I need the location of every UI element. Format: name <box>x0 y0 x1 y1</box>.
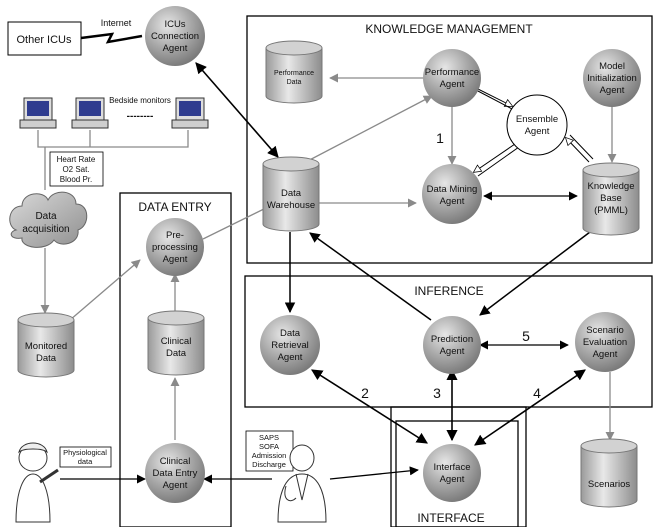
vitals-note: Heart Rate O2 Sat. Blood Pr. <box>49 151 104 187</box>
scenario-evaluation-agent: Scenario Evaluation Agent <box>575 312 635 372</box>
knowledge-base-store: Knowledge Base (PMML) <box>582 162 640 236</box>
svg-text:Performance: Performance <box>274 70 314 77</box>
svg-text:Base: Base <box>600 193 622 204</box>
monitors-ellipsis: -------- <box>127 111 154 122</box>
svg-text:Agent: Agent <box>163 480 188 491</box>
svg-text:SOFA: SOFA <box>259 442 279 451</box>
svg-text:Data: Data <box>281 188 302 199</box>
doctor-icon <box>277 444 327 523</box>
svg-text:Agent: Agent <box>440 196 465 207</box>
icus-connection-agent: ICUs Connection Agent <box>145 6 205 66</box>
data-acquisition-label-2: acquisition <box>22 224 69 235</box>
section-frames <box>119 15 653 527</box>
svg-text:Connection: Connection <box>151 31 199 42</box>
svg-text:Retrieval: Retrieval <box>271 340 309 351</box>
svg-text:Agent: Agent <box>163 43 188 54</box>
monitor-bus <box>37 130 189 190</box>
data-acquisition-label-1: Data <box>35 211 57 222</box>
svg-text:Data: Data <box>166 348 187 359</box>
monitor-icon <box>19 97 57 129</box>
clinical-data-entry-agent: Clinical Data Entry Agent <box>145 443 205 503</box>
svg-text:Agent: Agent <box>600 85 625 96</box>
interface-title: INTERFACE <box>417 511 484 525</box>
physiological-note: Physiological data <box>59 446 112 468</box>
monitored-data-store: Monitored Data <box>17 312 75 378</box>
preprocessing-agent: Pre- processing Agent <box>146 218 204 276</box>
svg-text:processing: processing <box>152 242 198 253</box>
svg-text:Data Mining: Data Mining <box>427 184 478 195</box>
svg-text:Data: Data <box>287 79 302 86</box>
performance-agent: Performance Agent <box>423 49 481 107</box>
connections <box>40 62 617 484</box>
data-entry-frame <box>119 192 232 527</box>
monitor-icon <box>171 97 209 129</box>
performance-data-store: Performance Data <box>265 40 323 104</box>
svg-text:Agent: Agent <box>525 126 550 137</box>
svg-text:ICUs: ICUs <box>164 19 185 30</box>
monitor-icon <box>71 97 109 129</box>
internet-label: Internet <box>101 18 132 28</box>
svg-text:Physiological: Physiological <box>63 448 107 457</box>
prediction-agent: Prediction Agent <box>423 316 481 374</box>
svg-text:Interface: Interface <box>434 462 471 473</box>
svg-text:Model: Model <box>599 61 625 72</box>
svg-text:Scenarios: Scenarios <box>588 479 630 490</box>
svg-text:O2 Sat.: O2 Sat. <box>62 165 89 174</box>
step-number-4: 4 <box>533 385 541 401</box>
svg-text:data: data <box>78 457 93 466</box>
svg-text:Clinical: Clinical <box>161 336 192 347</box>
svg-text:Data Entry: Data Entry <box>153 468 198 479</box>
svg-text:Blood Pr.: Blood Pr. <box>60 175 92 184</box>
ensemble-agent: Ensemble Agent <box>506 94 568 156</box>
step-number-5: 5 <box>522 328 530 344</box>
svg-text:Heart Rate: Heart Rate <box>57 155 96 164</box>
data-entry-title: DATA ENTRY <box>138 200 211 214</box>
step-number-2: 2 <box>361 385 369 401</box>
interface-frame-outer <box>390 406 527 527</box>
internet-lightning-icon <box>80 32 143 44</box>
svg-text:Admission: Admission <box>252 451 287 460</box>
svg-text:Clinical: Clinical <box>160 456 191 467</box>
scenarios-store: Scenarios <box>580 438 638 508</box>
model-initialization-agent: Model Initialization Agent <box>583 49 641 107</box>
other-icus-label: Other ICUs <box>16 34 72 46</box>
step-number-1: 1 <box>436 130 444 146</box>
step-number-3: 3 <box>433 385 441 401</box>
svg-text:Evaluation: Evaluation <box>583 337 627 348</box>
svg-text:Agent: Agent <box>278 352 303 363</box>
svg-text:SAPS: SAPS <box>259 433 279 442</box>
svg-text:Agent: Agent <box>440 79 465 90</box>
nurse-icon <box>15 442 59 523</box>
interface-agent: Interface Agent <box>423 444 481 502</box>
svg-text:Pre-: Pre- <box>166 230 184 241</box>
data-mining-agent: Data Mining Agent <box>422 164 482 224</box>
svg-text:Initialization: Initialization <box>587 73 637 84</box>
data-retrieval-agent: Data Retrieval Agent <box>260 315 320 375</box>
other-icus-box <box>7 21 82 56</box>
data-acquisition-cloud <box>9 191 88 248</box>
svg-text:Monitored: Monitored <box>25 341 67 352</box>
svg-text:Agent: Agent <box>163 254 188 265</box>
svg-text:Warehouse: Warehouse <box>267 200 315 211</box>
bedside-monitors <box>19 97 209 129</box>
svg-text:Scenario: Scenario <box>586 325 624 336</box>
svg-text:(PMML): (PMML) <box>594 205 628 216</box>
svg-text:Agent: Agent <box>593 349 618 360</box>
svg-text:Data: Data <box>280 328 301 339</box>
svg-text:Performance: Performance <box>425 67 479 78</box>
svg-text:Agent: Agent <box>440 474 465 485</box>
svg-text:Knowledge: Knowledge <box>587 181 634 192</box>
clinical-data-store: Clinical Data <box>147 310 205 376</box>
scores-note: SAPS SOFA Admission Discharge <box>245 430 294 472</box>
svg-text:Agent: Agent <box>440 346 465 357</box>
svg-text:Data: Data <box>36 353 57 364</box>
data-warehouse-store: Data Warehouse <box>262 156 320 232</box>
knowledge-management-title: KNOWLEDGE MANAGEMENT <box>365 22 533 36</box>
svg-text:Ensemble: Ensemble <box>516 114 558 125</box>
svg-text:Discharge: Discharge <box>252 460 286 469</box>
svg-text:Prediction: Prediction <box>431 334 473 345</box>
inference-title: INFERENCE <box>414 284 483 298</box>
bedside-monitors-label: Bedside monitors <box>109 96 171 105</box>
